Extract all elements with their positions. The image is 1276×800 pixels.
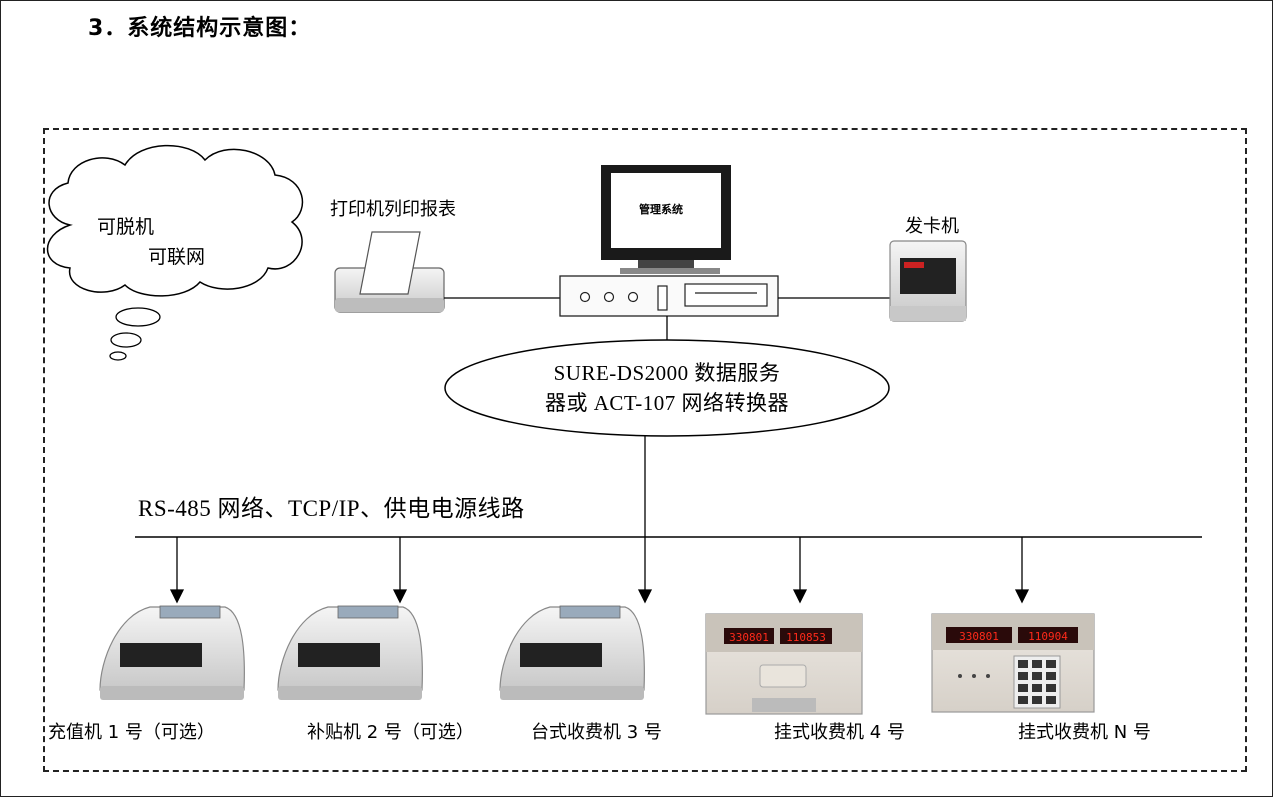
wall-terminal-n bbox=[931, 613, 1095, 713]
page-title: 3．系统结构示意图： bbox=[88, 16, 312, 41]
server-line-2: 器或 ACT-107 网络转换器 bbox=[544, 391, 790, 415]
server-label: SURE-DS2000 数据服务 器或 ACT-107 网络转换器 bbox=[437, 358, 897, 418]
printer-device bbox=[334, 231, 445, 313]
thought-cloud bbox=[46, 144, 304, 361]
monitor-device bbox=[601, 165, 731, 274]
desktop-terminal-2 bbox=[277, 605, 423, 700]
server-line-1: SURE-DS2000 数据服务 bbox=[553, 361, 781, 385]
terminal-label-1: 充值机 1 号（可选） bbox=[48, 722, 215, 743]
card-issuer-label: 发卡机 bbox=[905, 216, 959, 237]
monitor-screen-text: 管理系统 bbox=[639, 203, 683, 216]
host-computer bbox=[559, 275, 779, 317]
display-left-n: 330801 bbox=[959, 630, 999, 643]
terminal-label-3: 台式收费机 3 号 bbox=[531, 722, 662, 743]
display-left-4: 330801 bbox=[729, 631, 769, 644]
desktop-terminal-3 bbox=[499, 605, 645, 700]
bus-label: RS-485 网络、TCP/IP、供电电源线路 bbox=[138, 496, 525, 521]
terminal-label-2: 补贴机 2 号（可选） bbox=[307, 722, 474, 743]
cloud-line-2: 可联网 bbox=[148, 246, 206, 268]
terminal-label-4: 挂式收费机 4 号 bbox=[774, 722, 905, 743]
card-issuer-device bbox=[889, 240, 967, 322]
system-boundary bbox=[43, 128, 1247, 772]
display-right-n: 110904 bbox=[1028, 630, 1068, 643]
cloud-line-1: 可脱机 bbox=[97, 216, 155, 238]
drop-arrows bbox=[169, 537, 1030, 604]
display-right-4: 110853 bbox=[786, 631, 826, 644]
data-server-ellipse bbox=[444, 339, 890, 437]
terminal-label-n: 挂式收费机 N 号 bbox=[1018, 722, 1151, 743]
printer-label: 打印机列印报表 bbox=[330, 199, 456, 220]
wall-terminal-4 bbox=[705, 613, 863, 715]
desktop-terminal-1 bbox=[99, 605, 245, 700]
